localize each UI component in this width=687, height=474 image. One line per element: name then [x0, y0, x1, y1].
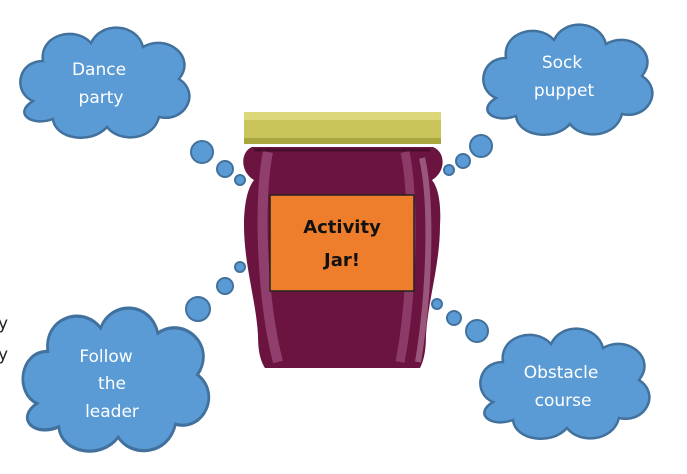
- jar-label: [269, 194, 415, 292]
- cloud-obstacle-course: Obstacle course: [479, 327, 651, 440]
- jar-label-line2: Jar!: [322, 250, 360, 271]
- thought-dots-dance: [190, 140, 246, 186]
- thought-dots-obstacle: [431, 298, 489, 343]
- cloud-follow-line3: leader: [85, 402, 139, 422]
- jar-label-line1: Activity: [303, 217, 381, 238]
- cloud-sock-line1: Sock: [542, 53, 583, 73]
- thought-dots-sock: [443, 134, 493, 176]
- edge-fragment-line2: y: [0, 345, 8, 365]
- cloud-follow-line1: Follow: [79, 347, 132, 367]
- cloud-sock-line2: puppet: [534, 81, 595, 101]
- activity-jar: Activity Jar!: [243, 112, 443, 368]
- thought-dots-follow: [185, 261, 246, 322]
- jar-lid: [244, 112, 441, 144]
- cloud-dance-party: Dance party: [19, 26, 191, 139]
- cloud-obstacle-line1: Obstacle: [524, 363, 599, 383]
- edge-fragment-line1: y: [0, 314, 8, 334]
- cloud-sock-puppet: Sock puppet: [482, 23, 654, 136]
- cloud-dance-line1: Dance: [72, 60, 126, 80]
- cloud-obstacle-line2: course: [535, 391, 592, 411]
- cloud-dance-line2: party: [79, 88, 124, 108]
- cloud-follow-line2: the: [98, 374, 126, 394]
